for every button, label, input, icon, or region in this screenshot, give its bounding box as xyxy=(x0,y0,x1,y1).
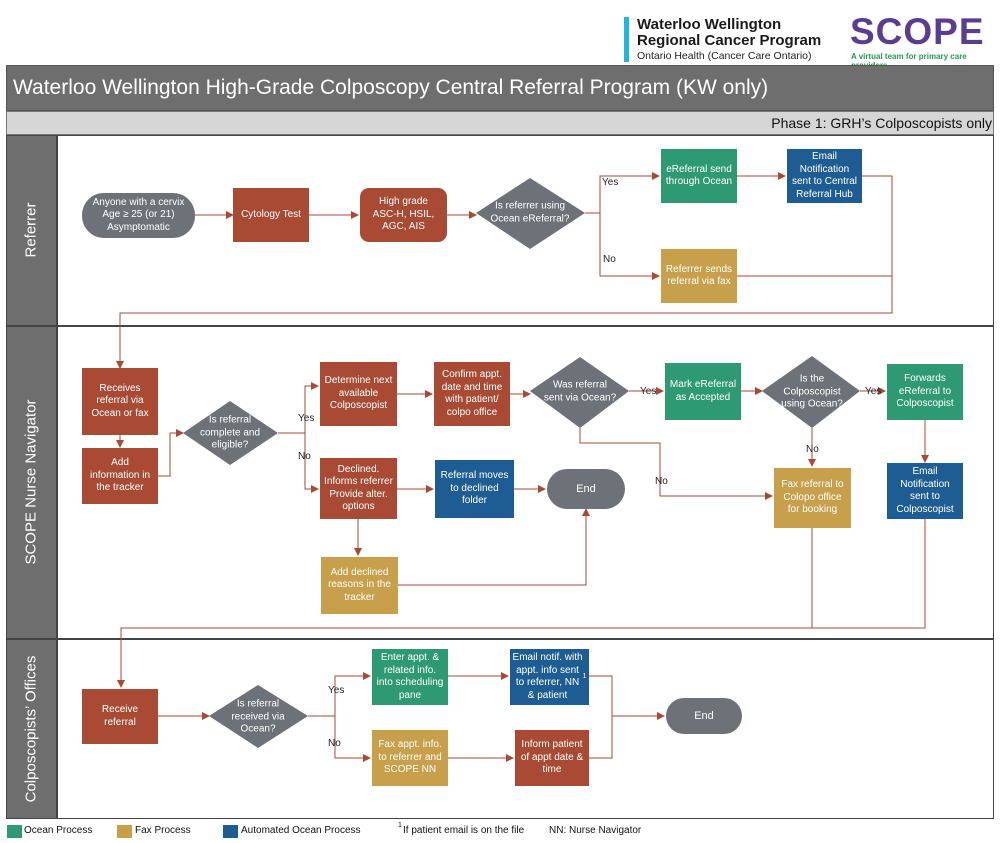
scope-logo: SCOPE xyxy=(850,11,985,52)
inform-patient-step: Inform patient of appt date & time xyxy=(515,730,589,786)
decision-diamond-complete xyxy=(183,401,278,465)
receive-referral-step: Receive referral xyxy=(82,689,158,744)
page-title: Waterloo Wellington High-Grade Colposcop… xyxy=(13,76,769,99)
email-colposcopist-step: Email Notification sent to Colposcopist xyxy=(887,463,963,519)
declined-reasons-step: Add declined reasons in the tracker xyxy=(321,557,398,614)
lane-header-referrer xyxy=(6,135,57,326)
determine-colposcopist-step: Determine next available Colposcopist xyxy=(320,362,397,426)
email-central-hub-step: Email Notification sent to Central Refer… xyxy=(787,149,862,203)
edge-label-no-ocean: No xyxy=(603,254,616,265)
edge-label-no-sent-ocean: No xyxy=(655,476,668,487)
decision-diamond-colpo-ocean xyxy=(762,356,860,428)
edge-label-yes-sent-ocean: Yes xyxy=(640,386,657,397)
edge-label-yes-colpo-ocean: Yes xyxy=(865,386,882,397)
edge-label-yes-complete: Yes xyxy=(298,413,315,424)
fax-appt-info-step: Fax appt. info. to referrer and SCOPE NN xyxy=(372,730,448,786)
ww-logo-bar xyxy=(624,17,629,62)
start-node: Anyone with a cervix Age ≥ 25 (or 21) As… xyxy=(82,193,195,238)
decision-diamond-ocean-ereferral xyxy=(476,178,585,249)
phase-label: Phase 1: GRH’s Colposcopists only xyxy=(771,115,992,131)
enter-appt-step: Enter appt. & related info. into schedul… xyxy=(372,649,448,705)
lane-header-navigator xyxy=(6,326,57,639)
end-node-navigator: End xyxy=(547,469,625,509)
legend-swatch-automated xyxy=(223,825,238,838)
phase-bar xyxy=(6,111,994,135)
decision-diamond-received-ocean xyxy=(209,685,308,748)
decision-sent-ocean-text: Was referral sent via Ocean? xyxy=(543,379,617,404)
legend-swatch-fax xyxy=(117,825,132,838)
legend-swatch-ocean xyxy=(7,825,22,838)
legend-ocean: Ocean Process xyxy=(24,825,93,836)
add-tracker-step: Add information in the tracker xyxy=(82,448,158,504)
edge-label-yes-received: Yes xyxy=(328,685,345,696)
edge-label-no-colpo-ocean: No xyxy=(806,444,819,455)
cytology-test-step: Cytology Test xyxy=(233,188,309,242)
high-grade-step: High grade ASC-H, HSIL, AGC, AIS xyxy=(360,188,447,242)
footnote-mark: 1 xyxy=(582,672,587,680)
org-name-line1: Waterloo Wellington xyxy=(637,16,782,33)
edge-label-no-received: No xyxy=(328,738,341,749)
title-bar xyxy=(6,65,994,111)
legend-fax: Fax Process xyxy=(135,825,191,836)
fax-colpo-office-step: Fax referral to Colopo office for bookin… xyxy=(774,468,851,528)
declined-step: Declined. Informs referrer Provide alter… xyxy=(320,458,397,519)
legend-footnote: If patient email is on the file xyxy=(403,825,525,836)
lane-header-offices xyxy=(6,639,57,819)
org-name-line2: Regional Cancer Program xyxy=(637,32,822,49)
org-subtitle: Ontario Health (Cancer Care Ontario) xyxy=(637,50,812,62)
legend-automated: Automated Ocean Process xyxy=(241,825,361,836)
receives-referral-step: Receives referral via Ocean or fax xyxy=(82,368,158,435)
legend-footnote-mark: 1 xyxy=(398,822,402,829)
decision-complete-text: Is referral complete and eligible? xyxy=(199,414,261,451)
decision-received-ocean-text: Is referral received via Ocean? xyxy=(231,698,285,735)
email-appt-notif-step: Email notif. with appt. info sent to ref… xyxy=(510,649,589,705)
edge-label-no-complete: No xyxy=(298,451,311,462)
end-node-offices: End xyxy=(666,698,742,734)
referrer-fax-step: Referrer sends referral via fax xyxy=(661,249,737,303)
legend-nn: NN: Nurse Navigator xyxy=(549,825,642,836)
mark-accepted-step: Mark eReferral as Accepted xyxy=(665,363,741,420)
decision-colpo-ocean-text: Is the Colposcopist using Ocean? xyxy=(781,373,843,410)
edge-label-yes-ocean: Yes xyxy=(602,177,619,188)
email-appt-notif-text: Email notif. with appt. info sent to ref… xyxy=(512,652,583,701)
decision-using-ocean-text: Is referrer using Ocean eReferral? xyxy=(490,200,570,225)
forward-ereferral-step: Forwards eReferral to Colposcopist xyxy=(887,364,963,420)
confirm-appt-step: Confirm appt. date and time with patient… xyxy=(434,362,510,426)
moves-declined-step: Referral moves to declined folder xyxy=(435,460,514,518)
decision-diamond-sent-ocean xyxy=(530,357,629,428)
ereferral-send-step: eReferral send through Ocean xyxy=(661,149,737,203)
